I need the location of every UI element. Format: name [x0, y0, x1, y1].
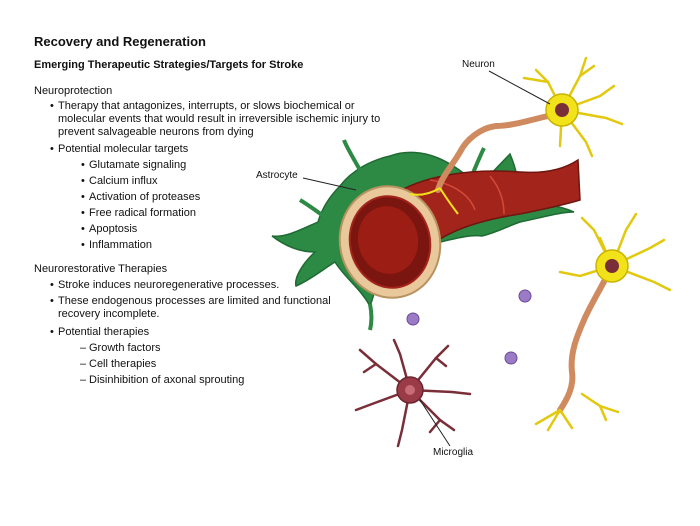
description-line: prevent salvageable neurons from dying [58, 126, 254, 138]
neurorestorative-point: These endogenous processes are limited a… [50, 295, 398, 321]
small-cell [406, 289, 532, 365]
microglia-label: Microglia [433, 447, 474, 458]
description-line: molecular events that would result in ir… [58, 113, 381, 125]
neuron-label: Neuron [462, 59, 495, 70]
point-line: These endogenous processes are limited a… [58, 295, 331, 307]
target-item: Glutamate signaling [81, 159, 186, 171]
neurorestorative-heading: Neurorestorative Therapies [34, 263, 168, 275]
target-item: Activation of proteases [81, 191, 200, 203]
slide-title: Recovery and Regeneration [34, 34, 206, 49]
point-line: recovery incomplete. [58, 308, 160, 320]
astrocyte-leader-line [302, 177, 357, 191]
microglia-leader-line [419, 399, 451, 447]
target-item: Free radical formation [81, 207, 196, 219]
description-line: Therapy that antagonizes, interrupts, or… [58, 100, 355, 112]
neurorestorative-point: Stroke induces neuroregenerative process… [50, 279, 398, 292]
therapies-heading: Potential therapies [50, 326, 398, 339]
target-item: Inflammation [81, 239, 152, 251]
target-item: Calcium influx [81, 175, 158, 187]
neuron-top [409, 56, 624, 215]
slide-subtitle: Emerging Therapeutic Strategies/Targets … [34, 59, 304, 71]
therapy-item: Cell therapies [80, 358, 156, 370]
therapy-item: Growth factors [80, 342, 160, 354]
neuroprotection-description: Therapy that antagonizes, interrupts, or… [50, 100, 398, 139]
neuron-leader-line [488, 70, 551, 105]
neuron-bottom [534, 212, 672, 432]
target-item: Apoptosis [81, 223, 137, 235]
therapy-item: Disinhibition of axonal sprouting [80, 374, 244, 386]
neuroprotection-heading: Neuroprotection [34, 85, 113, 97]
microglia [354, 338, 472, 448]
astrocyte-label: Astrocyte [256, 170, 298, 181]
targets-heading: Potential molecular targets [50, 143, 398, 156]
